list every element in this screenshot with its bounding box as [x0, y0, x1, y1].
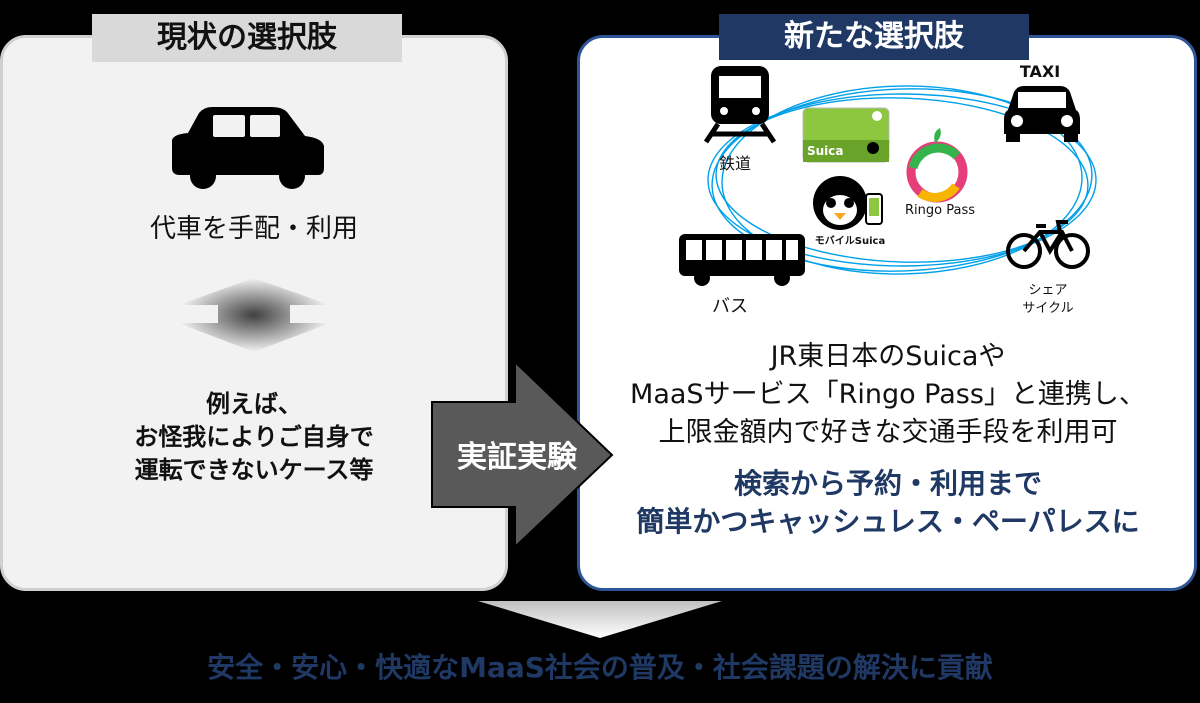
share-cycle-label: シェア サイクル: [1008, 282, 1088, 318]
description-line: 上限金額内で好きな交通手段を利用可: [658, 417, 1118, 448]
down-arrow: [478, 601, 722, 638]
suica-card-label: Suica: [807, 144, 844, 158]
bus-icon: [679, 234, 805, 286]
new-options-title: 新たな選択肢: [719, 14, 1029, 60]
train-icon: [703, 66, 777, 144]
description-line: MaaSサービス「Ringo Pass」と連携し、: [630, 379, 1146, 410]
integration-description: JR東日本のSuicaや MaaSサービス「Ringo Pass」と連携し、 上…: [580, 338, 1196, 452]
taxi-label: TAXI: [1019, 62, 1061, 81]
example-line: 例えば、: [206, 390, 302, 418]
connection-rings: [707, 85, 1097, 275]
example-line: 運転できないケース等: [134, 456, 374, 484]
bus-label: バス: [712, 296, 748, 317]
car-icon: [172, 107, 324, 189]
double-arrow-icon: [178, 278, 330, 352]
description-line: JR東日本のSuicaや: [770, 341, 1006, 372]
suica-card-icon: [802, 107, 890, 163]
benefit-highlight: 検索から予約・利用まで 簡単かつキャッシュレス・ペーパレスに: [580, 465, 1196, 541]
rental-car-text: 代車を手配・利用: [149, 214, 358, 244]
mobile-suica-icon: [813, 176, 883, 230]
ringo-pass-logo: [906, 128, 968, 203]
mobile-suica-label: モバイルSuica: [814, 236, 886, 247]
example-line: お怪我によりご自身で: [134, 423, 374, 451]
train-label: 鉄道: [718, 154, 751, 173]
ringo-pass-label: Ringo Pass: [905, 203, 975, 218]
bicycle-icon: [1006, 220, 1090, 269]
experiment-label: 実証実験: [457, 440, 577, 475]
current-options-title: 現状の選択肢: [92, 14, 402, 62]
taxi-icon: [1004, 86, 1080, 142]
highlight-line: 簡単かつキャッシュレス・ペーパレスに: [636, 505, 1140, 538]
share-cycle-line: サイクル: [1022, 301, 1074, 316]
conclusion-text: 安全・安心・快適なMaaS社会の普及・社会課題の解決に貢献: [207, 651, 993, 684]
share-cycle-line: シェア: [1028, 283, 1068, 298]
highlight-line: 検索から予約・利用まで: [733, 467, 1042, 500]
example-case-text: 例えば、 お怪我によりご自身で 運転できないケース等: [0, 388, 508, 487]
experiment-arrow: [431, 359, 614, 550]
